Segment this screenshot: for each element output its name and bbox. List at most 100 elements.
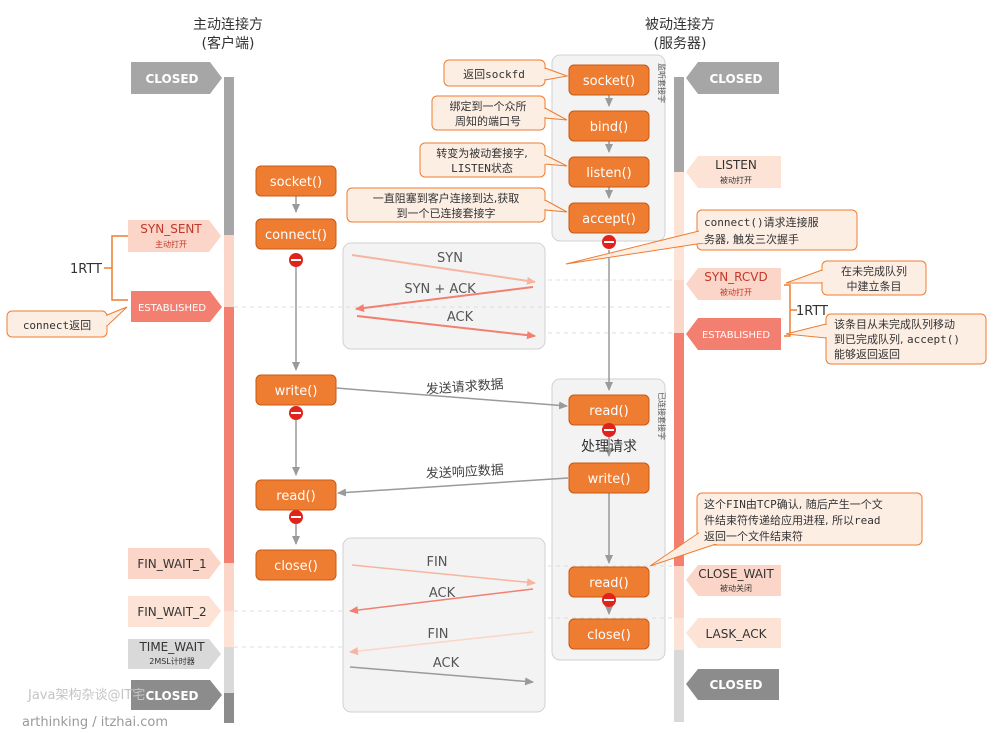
svg-text:中建立条目: 中建立条目 bbox=[847, 279, 902, 293]
client-state-closed: CLOSED bbox=[131, 62, 222, 94]
server-state-closed: CLOSED bbox=[686, 62, 779, 94]
svg-text:LISTEN状态: LISTEN状态 bbox=[451, 161, 513, 175]
svg-text:能够返回返回: 能够返回返回 bbox=[834, 347, 900, 361]
svg-text:close(): close() bbox=[274, 559, 318, 574]
svg-text:LISTEN: LISTEN bbox=[715, 158, 757, 172]
svg-text:listen(): listen() bbox=[586, 166, 631, 181]
svg-text:一直阻塞到客户连接到达,获取: 一直阻塞到客户连接到达,获取 bbox=[373, 191, 520, 205]
svg-text:SYN + ACK: SYN + ACK bbox=[404, 282, 476, 297]
server-state-listen: LISTEN 被动打开 bbox=[686, 156, 781, 188]
callout-connect-return: connect返回 bbox=[6, 306, 128, 338]
client-write-call: write() bbox=[255, 374, 337, 406]
client-state-syn-sent: SYN_SENT 主动打开 bbox=[128, 220, 221, 252]
watermark-line-1: Java架构杂谈@IT宅 bbox=[27, 688, 145, 703]
svg-text:ACK: ACK bbox=[447, 310, 474, 325]
server-state-last-ack: LASK_ACK bbox=[686, 618, 781, 648]
svg-text:CLOSED: CLOSED bbox=[145, 72, 198, 86]
server-header-sub: (服务器) bbox=[654, 36, 707, 52]
svg-text:ACK: ACK bbox=[433, 656, 460, 671]
svg-text:CLOSED: CLOSED bbox=[145, 689, 198, 703]
fin-message-2: FIN bbox=[349, 627, 534, 656]
rtt-bracket-left: 1RTT bbox=[70, 235, 128, 301]
server-accept-call: accept() bbox=[568, 202, 650, 234]
processing-label: 处理请求 bbox=[581, 439, 637, 455]
server-listen-call: listen() bbox=[568, 156, 650, 188]
svg-text:write(): write() bbox=[275, 384, 318, 399]
svg-text:CLOSED: CLOSED bbox=[709, 678, 762, 692]
svg-text:被动打开: 被动打开 bbox=[720, 175, 752, 185]
block-icon bbox=[602, 423, 616, 437]
svg-text:connect返回: connect返回 bbox=[23, 319, 91, 332]
callout-move-completed: 该条目从未完成队列移动 到已完成队列, accept() 能够返回返回 bbox=[785, 313, 987, 365]
svg-text:被动关闭: 被动关闭 bbox=[720, 583, 752, 593]
client-state-time-wait: TIME_WAIT 2MSL计时器 bbox=[128, 639, 221, 669]
svg-text:read(): read() bbox=[589, 576, 628, 591]
callout-bind: 绑定到一个众所 周知的端口号 bbox=[431, 95, 568, 131]
client-state-fin-wait-2: FIN_WAIT_2 bbox=[128, 596, 221, 627]
ack-message-2: ACK bbox=[349, 586, 534, 615]
svg-text:ACK: ACK bbox=[429, 586, 456, 601]
syn-ack-message: SYN + ACK bbox=[355, 282, 534, 312]
svg-text:返回一个文件结束符: 返回一个文件结束符 bbox=[704, 529, 803, 543]
rtt-right-label: 1RTT bbox=[796, 304, 828, 319]
client-header-sub: (客户端) bbox=[202, 35, 255, 52]
svg-text:LASK_ACK: LASK_ACK bbox=[706, 627, 768, 641]
client-state-fin-wait-1: FIN_WAIT_1 bbox=[128, 548, 221, 579]
server-state-close-wait: CLOSE_WAIT 被动关闭 bbox=[686, 565, 781, 596]
svg-text:周知的端口号: 周知的端口号 bbox=[455, 114, 521, 128]
server-state-syn-rcvd: SYN_RCVD 被动打开 bbox=[686, 268, 781, 300]
block-icon bbox=[602, 235, 616, 249]
svg-text:FIN_WAIT_1: FIN_WAIT_1 bbox=[137, 557, 206, 571]
listen-socket-label: 监听套接字 bbox=[657, 63, 667, 103]
svg-text:bind(): bind() bbox=[590, 120, 629, 135]
ack-message: ACK bbox=[356, 310, 536, 340]
server-state-established: ESTABLISHED bbox=[686, 318, 781, 350]
send-response-message: 发送响应数据 bbox=[337, 462, 569, 497]
svg-text:在未完成队列: 在未完成队列 bbox=[841, 264, 907, 278]
svg-text:绑定到一个众所: 绑定到一个众所 bbox=[450, 99, 527, 113]
svg-text:read(): read() bbox=[276, 489, 315, 504]
svg-text:件结束符传递给应用进程, 所以read: 件结束符传递给应用进程, 所以read bbox=[704, 513, 881, 527]
syn-message: SYN bbox=[351, 251, 536, 285]
client-header: 主动连接方 bbox=[193, 16, 263, 33]
svg-text:socket(): socket() bbox=[270, 175, 322, 190]
svg-text:connect(): connect() bbox=[265, 228, 327, 243]
fin-message-1: FIN bbox=[351, 555, 536, 587]
svg-text:被动打开: 被动打开 bbox=[720, 287, 752, 297]
rtt-left-label: 1RTT bbox=[70, 262, 102, 277]
svg-text:这个FIN由TCP确认, 随后产生一个文: 这个FIN由TCP确认, 随后产生一个文 bbox=[704, 497, 883, 511]
client-timeline bbox=[224, 77, 234, 723]
client-socket-call: socket() bbox=[255, 165, 337, 197]
callout-accept: 一直阻塞到客户连接到达,获取 到一个已连接套接字 bbox=[346, 187, 568, 223]
svg-text:返回sockfd: 返回sockfd bbox=[463, 68, 525, 81]
client-read-call: read() bbox=[255, 479, 337, 511]
svg-text:FIN: FIN bbox=[427, 627, 448, 642]
client-connect-call: connect() bbox=[255, 218, 337, 250]
svg-text:2MSL计时器: 2MSL计时器 bbox=[149, 656, 195, 666]
svg-text:该条目从未完成队列移动: 该条目从未完成队列移动 bbox=[834, 317, 955, 331]
server-state-closed-end: CLOSED bbox=[686, 669, 779, 700]
block-icon bbox=[289, 510, 303, 524]
svg-text:主动打开: 主动打开 bbox=[155, 239, 187, 249]
server-socket-call: socket() bbox=[568, 64, 650, 96]
svg-text:write(): write() bbox=[588, 472, 631, 487]
svg-text:发送请求数据: 发送请求数据 bbox=[425, 376, 504, 397]
server-timeline bbox=[674, 77, 684, 722]
block-icon bbox=[289, 406, 303, 420]
server-read-call-1: read() bbox=[568, 394, 650, 426]
callout-return-sockfd: 返回sockfd bbox=[443, 59, 569, 87]
svg-text:read(): read() bbox=[589, 404, 628, 419]
callout-connect-request: connect()请求连接服 务器, 触发三次握手 bbox=[565, 209, 858, 265]
svg-text:ESTABLISHED: ESTABLISHED bbox=[702, 330, 770, 341]
handshake-panel bbox=[342, 242, 546, 350]
callout-fin-ack: 这个FIN由TCP确认, 随后产生一个文 件结束符传递给应用进程, 所以read… bbox=[649, 492, 923, 567]
server-close-call: close() bbox=[568, 618, 650, 650]
guide-lines bbox=[234, 279, 674, 648]
callout-incomplete-queue: 在未完成队列 中建立条目 bbox=[785, 260, 927, 296]
server-bind-call: bind() bbox=[568, 110, 650, 142]
client-state-closed-end: CLOSED bbox=[131, 680, 222, 710]
svg-text:close(): close() bbox=[587, 628, 631, 643]
connected-socket-label: 已连接套接字 bbox=[657, 392, 667, 440]
block-icon bbox=[289, 253, 303, 267]
